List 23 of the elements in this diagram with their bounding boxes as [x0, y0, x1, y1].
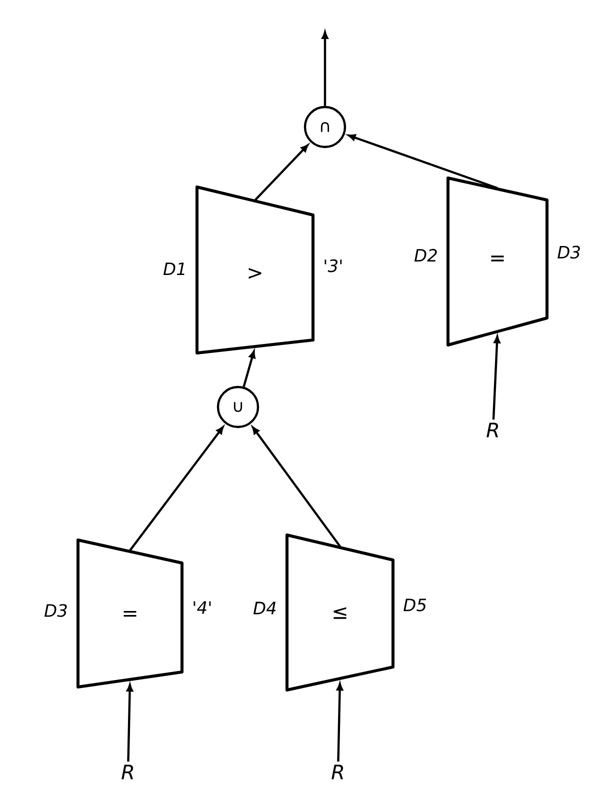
side-label: '4' — [194, 601, 211, 614]
side-label: D5 — [404, 598, 426, 612]
relation-label: R — [122, 764, 134, 780]
arrow — [348, 134, 498, 190]
side-label: D3 — [44, 604, 67, 617]
side-label: D4 — [253, 602, 276, 614]
relation-label: R — [486, 422, 498, 438]
selection-trapezoid: = — [446, 176, 548, 346]
relation-label: R — [332, 764, 344, 780]
arrow — [492, 336, 500, 420]
arrow — [336, 683, 343, 762]
arrow — [254, 144, 308, 201]
side-label: '3' — [324, 259, 342, 272]
side-label: D2 — [414, 248, 437, 262]
side-label: D1 — [163, 262, 184, 275]
side-label: D3 — [558, 246, 580, 259]
arrow — [242, 350, 256, 388]
arrow — [126, 684, 133, 762]
arrow — [252, 426, 341, 548]
arrow — [129, 426, 224, 552]
selection-trapezoid: ≤ — [286, 534, 394, 692]
selection-trapezoid: = — [76, 538, 184, 688]
selection-trapezoid: > — [196, 186, 314, 354]
